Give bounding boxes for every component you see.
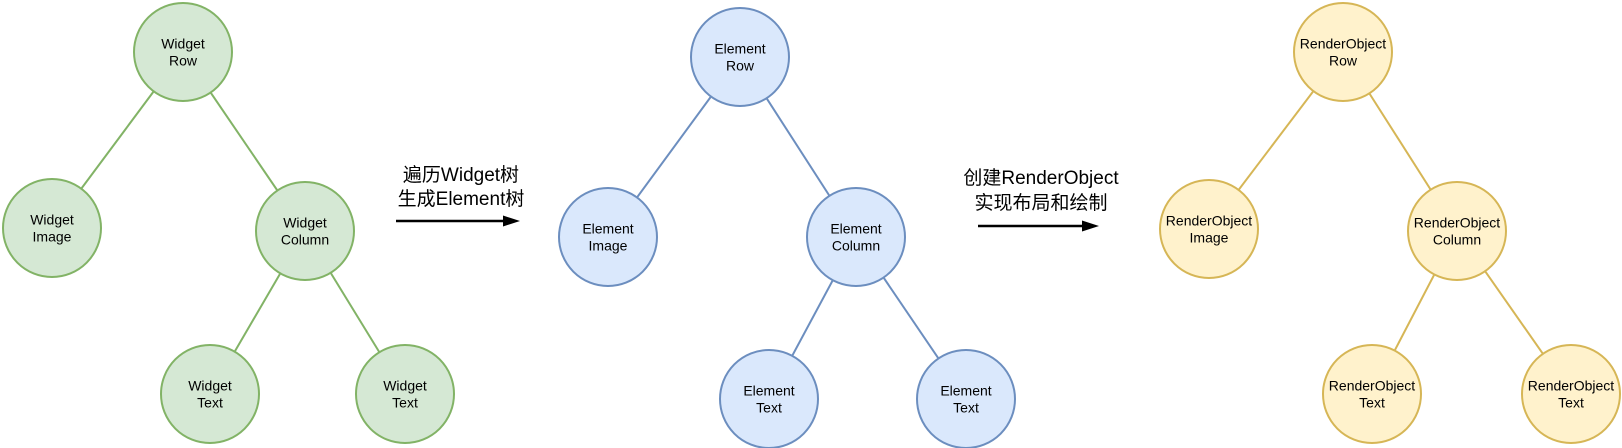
element-image-circle [558,187,658,287]
renderobject-text-2-circle [1521,344,1621,444]
widget-row-circle [133,2,233,102]
widget-text-2-circle [355,344,455,444]
element-text-1-circle [719,349,819,448]
element-text-2-circle [916,349,1016,448]
renderobject-column-circle [1407,181,1507,281]
arrow-widget-to-element-arrowhead-icon [503,215,520,227]
arrow-widget-to-element-label-line-1: 遍历Widget树 [403,164,519,186]
widget-text-1-circle [160,344,260,444]
renderobject-text-1-circle [1322,344,1422,444]
arrow-element-to-renderobject: 创建RenderObject 实现布局和绘制 [963,167,1119,232]
widget-column-circle [255,181,355,281]
widget-image-circle [2,178,102,278]
renderobject-row-circle [1293,2,1393,102]
arrow-element-to-renderobject-label-line-2: 实现布局和绘制 [974,192,1107,214]
arrow-widget-to-element-label-line-2: 生成Element树 [398,188,525,210]
arrow-element-to-renderobject-label-line-1: 创建RenderObject [963,167,1119,189]
renderobject-image-circle [1159,179,1259,279]
element-row-circle [690,7,790,107]
arrow-element-to-renderobject-arrowhead-icon [1082,220,1099,232]
element-column-circle [806,187,906,287]
